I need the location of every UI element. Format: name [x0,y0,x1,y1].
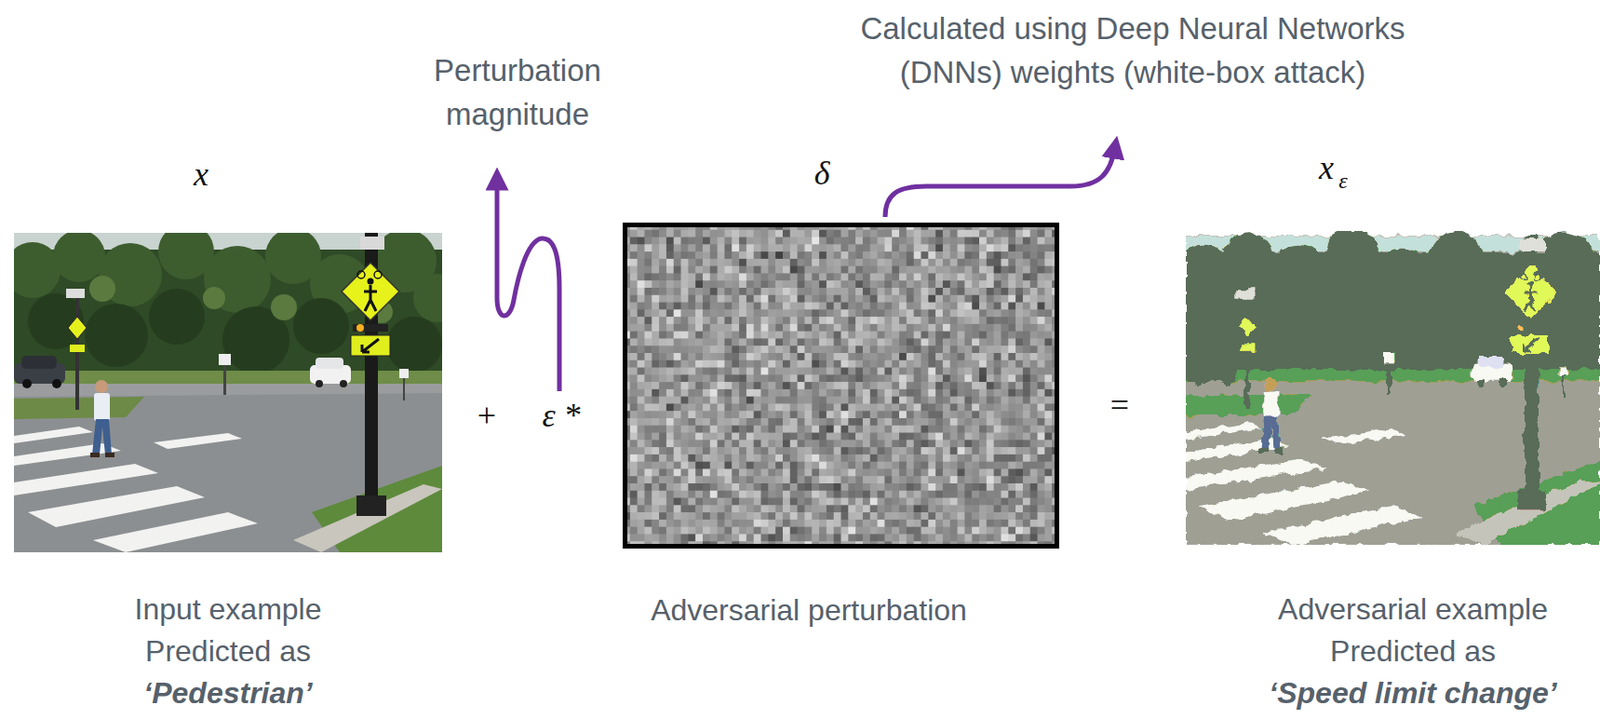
prediction-label: ‘Speed limit change’ [1268,671,1557,714]
callout-note: Calculated using Deep Neural Networks (D… [816,6,1450,95]
math-subscript: ε [1338,161,1347,200]
operator: + [477,396,497,434]
math-symbol: x [1318,148,1334,187]
caption-line: Predicted as [145,629,311,673]
math-symbol: x [193,155,209,193]
perturbation-noise [622,222,1060,549]
leader-arrow [885,147,1116,217]
operator: = [1110,386,1130,424]
math-symbol: δ [814,154,831,192]
callout-note: Perturbation magnitude [405,48,630,136]
prediction-label: ‘Pedestrian’ [143,671,312,714]
adversarial-photo [1185,230,1600,550]
caption-line: Input example [134,587,322,631]
caption-line: Adversarial perturbation [650,588,968,632]
caption-line: Predicted as [1330,629,1496,673]
caption-line: Adversarial example [1277,587,1548,631]
leader-arrow [497,178,560,391]
math-symbol: ε * [541,396,580,434]
input-photo [13,232,443,552]
